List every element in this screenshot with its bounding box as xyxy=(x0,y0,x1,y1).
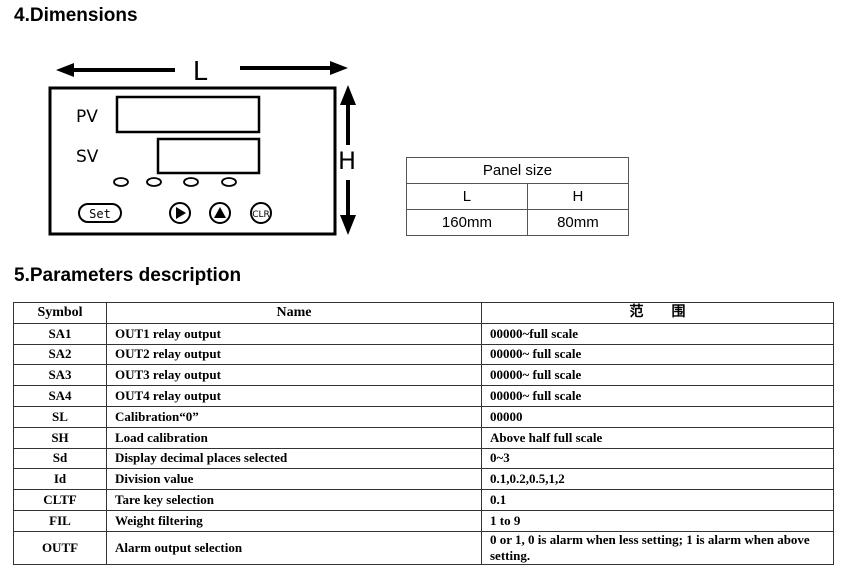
symbol-cell: SA3 xyxy=(13,364,107,387)
name-cell: OUT1 relay output xyxy=(106,322,482,345)
range-cell: 00000 xyxy=(481,405,834,428)
name-cell: OUT3 relay output xyxy=(106,364,482,387)
name-cell: OUT4 relay output xyxy=(106,385,482,407)
pv-display xyxy=(115,95,261,134)
parameters-table: Symbol Name 范 围 SA1 OUT1 relay output 00… xyxy=(13,302,834,565)
range-cell: Above half full scale xyxy=(481,426,834,449)
device-dimension-diagram: L H PV SV Set CLR xyxy=(48,57,356,236)
sv-label: SV xyxy=(76,147,99,167)
range-cell: 0.1 xyxy=(481,489,834,511)
panel-header-l: L xyxy=(406,183,528,210)
range-cell: 00000~ full scale xyxy=(481,385,834,407)
range-cell: 00000~ full scale xyxy=(481,343,834,366)
column-header-range: 范 围 xyxy=(481,302,834,324)
set-button-label: Set xyxy=(89,207,111,221)
set-button-drawing xyxy=(78,203,122,223)
sv-display xyxy=(156,137,261,175)
name-cell: Division value xyxy=(106,468,482,491)
dimensions-heading: 4.Dimensions xyxy=(14,5,138,26)
column-header-symbol: Symbol xyxy=(13,302,107,324)
symbol-cell: Id xyxy=(13,468,107,491)
name-cell: Display decimal places selected xyxy=(106,447,482,470)
name-cell: Alarm output selection xyxy=(106,530,482,565)
device-panel xyxy=(48,86,337,236)
table-row: Id Division value 0.1,0.2,0.5,1,2 xyxy=(13,468,834,491)
table-row: Sd Display decimal places selected 0~3 xyxy=(13,447,834,470)
range-cell: 00000~ full scale xyxy=(481,364,834,387)
table-row: SA2 OUT2 relay output 00000~ full scale xyxy=(13,343,834,366)
panel-value-l: 160mm xyxy=(406,209,528,236)
range-cell: 1 to 9 xyxy=(481,509,834,532)
symbol-cell: SA4 xyxy=(13,385,107,407)
up-button-icon xyxy=(209,202,231,224)
table-row: FIL Weight filtering 1 to 9 xyxy=(13,509,834,532)
table-header-row: Symbol Name 范 围 xyxy=(13,302,834,324)
name-cell: Load calibration xyxy=(106,426,482,449)
clr-button-drawing xyxy=(250,202,272,224)
table-row: SA1 OUT1 relay output 00000~full scale xyxy=(13,322,834,345)
name-cell: OUT2 relay output xyxy=(106,343,482,366)
panel-size-title: Panel size xyxy=(406,157,629,184)
name-cell: Calibration“0” xyxy=(106,405,482,428)
height-label: H xyxy=(338,147,356,175)
symbol-cell: OUTF xyxy=(13,530,107,565)
symbol-cell: SL xyxy=(13,405,107,428)
name-cell: Weight filtering xyxy=(106,509,482,532)
parameters-heading: 5.Parameters description xyxy=(14,265,242,286)
table-row: SA4 OUT4 relay output 00000~ full scale xyxy=(13,385,834,407)
table-row: CLTF Tare key selection 0.1 xyxy=(13,489,834,511)
range-cell: 00000~full scale xyxy=(481,322,834,345)
table-row: OUTF Alarm output selection 0 or 1, 0 is… xyxy=(13,530,834,565)
symbol-cell: CLTF xyxy=(13,489,107,511)
symbol-cell: SA2 xyxy=(13,343,107,366)
length-arrow xyxy=(56,61,348,77)
symbol-cell: Sd xyxy=(13,447,107,470)
column-header-name: Name xyxy=(106,302,482,324)
symbol-cell: FIL xyxy=(13,509,107,532)
range-cell: 0 or 1, 0 is alarm when less setting; 1 … xyxy=(481,530,834,565)
range-cell: 0~3 xyxy=(481,447,834,470)
name-cell: Tare key selection xyxy=(106,489,482,511)
play-button-icon xyxy=(169,202,191,224)
indicator-leds xyxy=(113,177,237,187)
symbol-cell: SH xyxy=(13,426,107,449)
table-row: SL Calibration“0” 00000 xyxy=(13,405,834,428)
symbol-cell: SA1 xyxy=(13,322,107,345)
pv-label: PV xyxy=(76,107,98,127)
height-arrow xyxy=(340,85,356,235)
panel-header-h: H xyxy=(526,183,630,210)
panel-size-table: Panel size L H 160mm 80mm xyxy=(406,157,630,236)
panel-value-h: 80mm xyxy=(526,209,630,236)
clr-button-label: CLR xyxy=(252,210,270,220)
table-row: SH Load calibration Above half full scal… xyxy=(13,426,834,449)
range-cell: 0.1,0.2,0.5,1,2 xyxy=(481,468,834,491)
table-row: SA3 OUT3 relay output 00000~ full scale xyxy=(13,364,834,387)
length-label: L xyxy=(193,57,208,87)
